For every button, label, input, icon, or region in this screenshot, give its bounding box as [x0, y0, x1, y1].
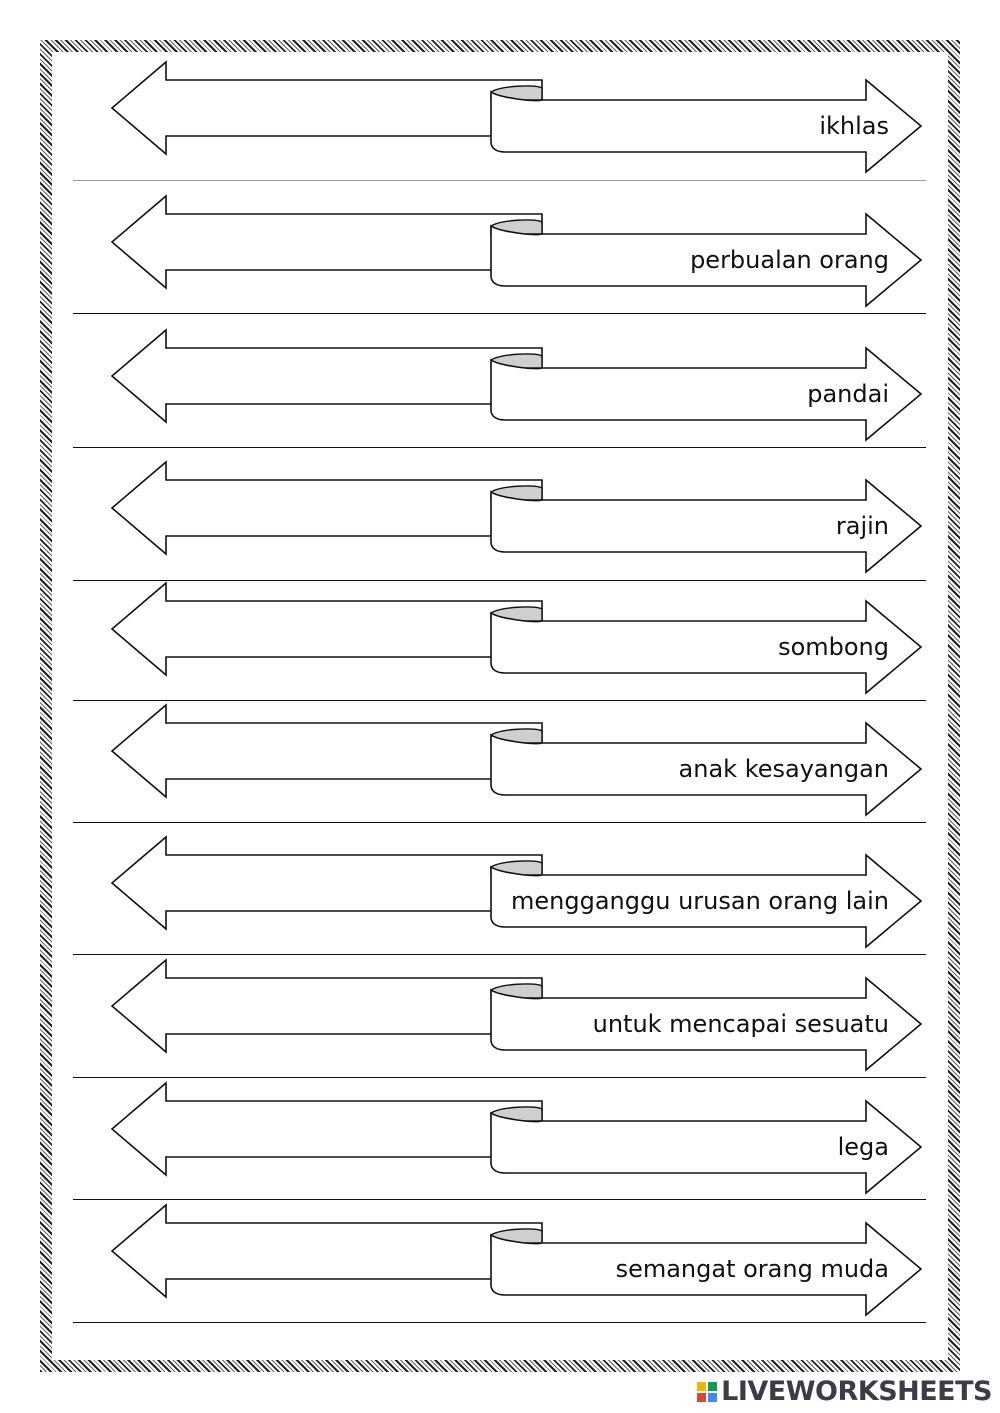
row-divider — [73, 1322, 926, 1323]
double-arrow-icon — [110, 1081, 923, 1195]
arrow-row: semangat orang muda — [0, 1203, 1000, 1317]
double-arrow-icon — [110, 328, 923, 442]
arrow-label: untuk mencapai sesuatu — [592, 1010, 889, 1038]
left-arrow-icon — [110, 581, 543, 677]
row-divider — [73, 1077, 926, 1078]
row-divider — [73, 180, 926, 181]
arrow-row: anak kesayangan — [0, 703, 1000, 817]
left-arrow-icon — [110, 703, 543, 799]
arrow-label: ikhlas — [819, 112, 889, 140]
liveworksheets-logo-icon — [697, 1381, 718, 1402]
arrow-row: ikhlas — [0, 60, 1000, 174]
row-divider — [73, 313, 926, 314]
arrow-label: semangat orang muda — [615, 1255, 889, 1283]
left-arrow-icon — [110, 460, 543, 556]
double-arrow-icon — [110, 60, 923, 174]
double-arrow-icon — [110, 835, 923, 949]
right-arrow-icon — [490, 478, 923, 574]
double-arrow-icon — [110, 194, 923, 308]
row-divider — [73, 700, 926, 701]
arrow-label: pandai — [807, 380, 889, 408]
arrow-row: pandai — [0, 328, 1000, 442]
right-arrow-icon — [490, 976, 923, 1072]
row-divider — [73, 580, 926, 581]
arrow-row: mengganggu urusan orang lain — [0, 835, 1000, 949]
right-arrow-icon — [490, 78, 923, 174]
arrow-label: lega — [837, 1133, 889, 1161]
left-arrow-icon — [110, 60, 543, 156]
left-arrow-icon — [110, 835, 543, 931]
arrow-row: sombong — [0, 581, 1000, 695]
left-arrow-icon — [110, 1203, 543, 1299]
left-arrow-icon — [110, 958, 543, 1054]
double-arrow-icon — [110, 581, 923, 695]
arrow-label: sombong — [778, 633, 889, 661]
row-divider — [73, 1199, 926, 1200]
double-arrow-icon — [110, 460, 923, 574]
arrow-row: lega — [0, 1081, 1000, 1195]
right-arrow-icon — [490, 1221, 923, 1317]
arrow-label: anak kesayangan — [678, 755, 889, 783]
brand-footer: LIVEWORKSHEETS — [697, 1376, 992, 1407]
brand-name: LIVEWORKSHEETS — [721, 1376, 992, 1407]
arrow-label: mengganggu urusan orang lain — [511, 887, 889, 915]
right-arrow-icon — [490, 853, 923, 949]
right-arrow-icon — [490, 346, 923, 442]
row-divider — [73, 822, 926, 823]
right-arrow-icon — [490, 599, 923, 695]
row-divider — [73, 447, 926, 448]
row-divider — [73, 954, 926, 955]
left-arrow-icon — [110, 1081, 543, 1177]
right-arrow-icon — [490, 212, 923, 308]
arrow-label: perbualan orang — [690, 246, 889, 274]
left-arrow-icon — [110, 194, 543, 290]
arrow-row: rajin — [0, 460, 1000, 574]
double-arrow-icon — [110, 1203, 923, 1317]
arrow-row: perbualan orang — [0, 194, 1000, 308]
arrow-row: untuk mencapai sesuatu — [0, 958, 1000, 1072]
left-arrow-icon — [110, 328, 543, 424]
double-arrow-icon — [110, 703, 923, 817]
right-arrow-icon — [490, 1099, 923, 1195]
double-arrow-icon — [110, 958, 923, 1072]
arrow-label: rajin — [835, 512, 889, 540]
right-arrow-icon — [490, 721, 923, 817]
